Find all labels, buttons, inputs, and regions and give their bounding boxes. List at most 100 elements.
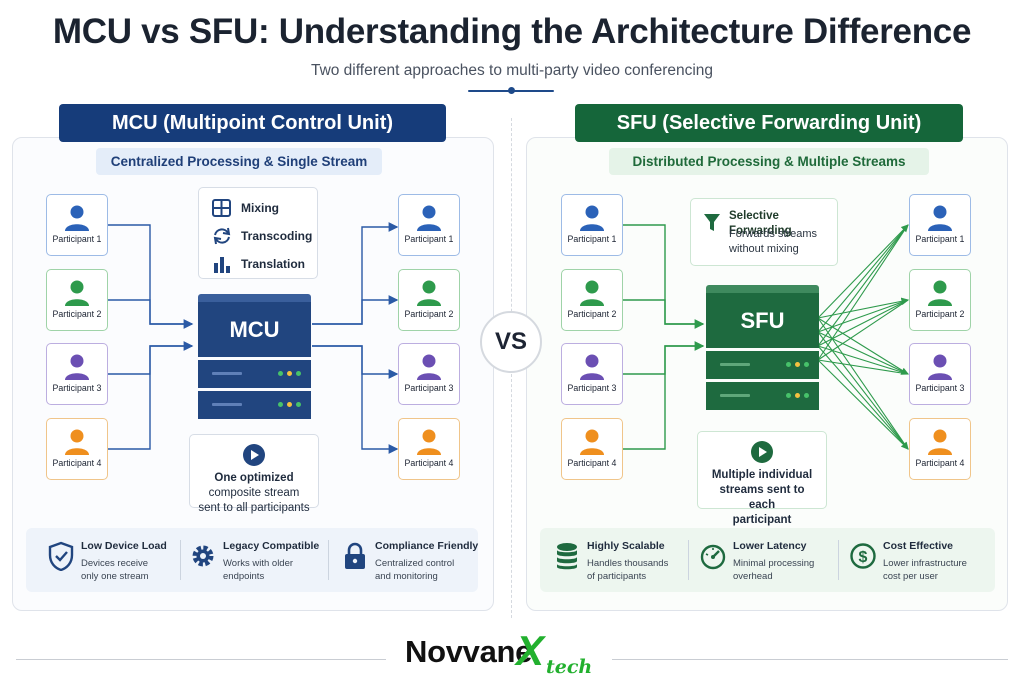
participant-label: Participant 2 — [567, 309, 617, 319]
benefit-line: of participants — [587, 571, 647, 582]
user-icon — [580, 280, 604, 306]
participant-label: Participant 4 — [915, 458, 965, 468]
database-icon — [557, 543, 577, 570]
mcu-output-box: One optimized composite stream sent to a… — [189, 434, 319, 514]
sfu-selective-box: Selective Forwarding Forwards streams wi… — [690, 198, 838, 266]
mcu-functions-box: Mixing Transcoding Translation — [198, 187, 318, 279]
participant-label: Participant 4 — [52, 458, 102, 468]
benefit-title: Cost Effective — [883, 540, 954, 552]
sfu-output-box: Multiple individual streams sent to each… — [697, 431, 827, 526]
sfu-banner: SFU (Selective Forwarding Unit) — [575, 104, 963, 142]
benefit-line: overhead — [733, 571, 773, 582]
sfu-output-participant-4: Participant 4 — [909, 418, 971, 480]
output-line: streams sent to each — [719, 484, 805, 511]
sfu-input-participant-4: Participant 4 — [561, 418, 623, 480]
footer-rule-right — [612, 659, 1008, 660]
mcu-output-participant-3: Participant 3 — [398, 343, 460, 405]
benefit-line: Lower infrastructure — [883, 558, 967, 569]
play-icon — [243, 444, 265, 466]
user-icon — [580, 205, 604, 231]
function-label: Mixing — [241, 201, 279, 215]
shield-check-icon — [48, 541, 74, 571]
mcu-output-participant-1: Participant 1 — [398, 194, 460, 256]
participant-label: Participant 2 — [52, 309, 102, 319]
participant-label: Participant 4 — [404, 458, 454, 468]
benefit-cost-effective: $ Cost Effective Lower infrastructure cos… — [850, 536, 990, 584]
benefit-title: Low Device Load — [81, 540, 167, 552]
participant-label: Participant 2 — [404, 309, 454, 319]
page-title: MCU vs SFU: Understanding the Architectu… — [52, 12, 972, 51]
svg-text:$: $ — [859, 549, 868, 566]
user-icon — [65, 205, 89, 231]
page-subtitle: Two different approaches to multi-party … — [310, 62, 714, 79]
benefit-legacy-compatible: Legacy Compatible Works with older endpoi… — [190, 536, 325, 584]
user-icon — [928, 354, 952, 380]
sfu-input-participant-3: Participant 3 — [561, 343, 623, 405]
lock-icon — [345, 542, 365, 569]
participant-label: Participant 1 — [915, 234, 965, 244]
sfu-server-label: SFU — [706, 293, 819, 348]
benefit-line: endpoints — [223, 571, 265, 582]
participant-label: Participant 3 — [404, 383, 454, 393]
participant-label: Participant 1 — [52, 234, 102, 244]
sfu-input-participant-2: Participant 2 — [561, 269, 623, 331]
participant-label: Participant 1 — [567, 234, 617, 244]
subtitle-decoration — [468, 87, 554, 94]
benefit-line: Minimal processing — [733, 558, 815, 569]
brand-logo-main: Novvane — [405, 634, 533, 669]
refresh-icon — [213, 227, 231, 245]
mcu-output-participant-4: Participant 4 — [398, 418, 460, 480]
benefit-line: Works with older — [223, 558, 294, 569]
user-icon — [580, 429, 604, 455]
sfu-output-text: Multiple individual streams sent to each… — [698, 468, 826, 528]
user-icon — [580, 354, 604, 380]
benefit-title: Highly Scalable — [587, 540, 665, 552]
grid-icon — [212, 199, 231, 217]
mcu-input-participant-4: Participant 4 — [46, 418, 108, 480]
benefit-title: Lower Latency — [733, 540, 807, 552]
output-line: sent to all participants — [198, 502, 310, 514]
dollar-icon: $ — [850, 543, 876, 569]
benefit-line: only one stream — [81, 571, 149, 582]
mcu-input-participant-1: Participant 1 — [46, 194, 108, 256]
user-icon — [417, 354, 441, 380]
sfu-output-participant-1: Participant 1 — [909, 194, 971, 256]
mcu-subheading: Centralized Processing & Single Stream — [96, 148, 382, 175]
user-icon — [417, 429, 441, 455]
output-line: One optimized — [214, 472, 294, 484]
footer-rule-left — [16, 659, 386, 660]
output-line: composite stream — [208, 487, 300, 499]
filter-icon — [704, 214, 720, 231]
brand-logo-x: X — [516, 627, 545, 674]
sfu-server: SFU — [706, 285, 819, 410]
selective-line: without mixing — [729, 243, 799, 255]
participant-label: Participant 3 — [52, 383, 102, 393]
mcu-server: MCU — [198, 294, 311, 419]
participant-label: Participant 1 — [404, 234, 454, 244]
benefit-title: Compliance Friendly — [375, 540, 479, 552]
participant-label: Participant 3 — [915, 383, 965, 393]
sfu-output-participant-2: Participant 2 — [909, 269, 971, 331]
user-icon — [417, 205, 441, 231]
selective-title: Selective Forwarding — [729, 210, 792, 237]
benefit-line: cost per user — [883, 571, 938, 582]
mcu-input-participant-3: Participant 3 — [46, 343, 108, 405]
mcu-input-participant-2: Participant 2 — [46, 269, 108, 331]
function-transcoding: Transcoding — [211, 226, 312, 246]
benefit-lower-latency: Lower Latency Minimal processing overhead — [700, 536, 836, 584]
participant-label: Participant 2 — [915, 309, 965, 319]
sfu-subheading: Distributed Processing & Multiple Stream… — [609, 148, 929, 175]
benefit-text: Works with older endpoints — [223, 557, 293, 583]
output-line: Multiple individual — [711, 469, 813, 481]
benefit-line: Centralized control — [375, 558, 455, 569]
participant-label: Participant 3 — [567, 383, 617, 393]
user-icon — [417, 280, 441, 306]
benefit-title: Legacy Compatible — [223, 540, 320, 552]
